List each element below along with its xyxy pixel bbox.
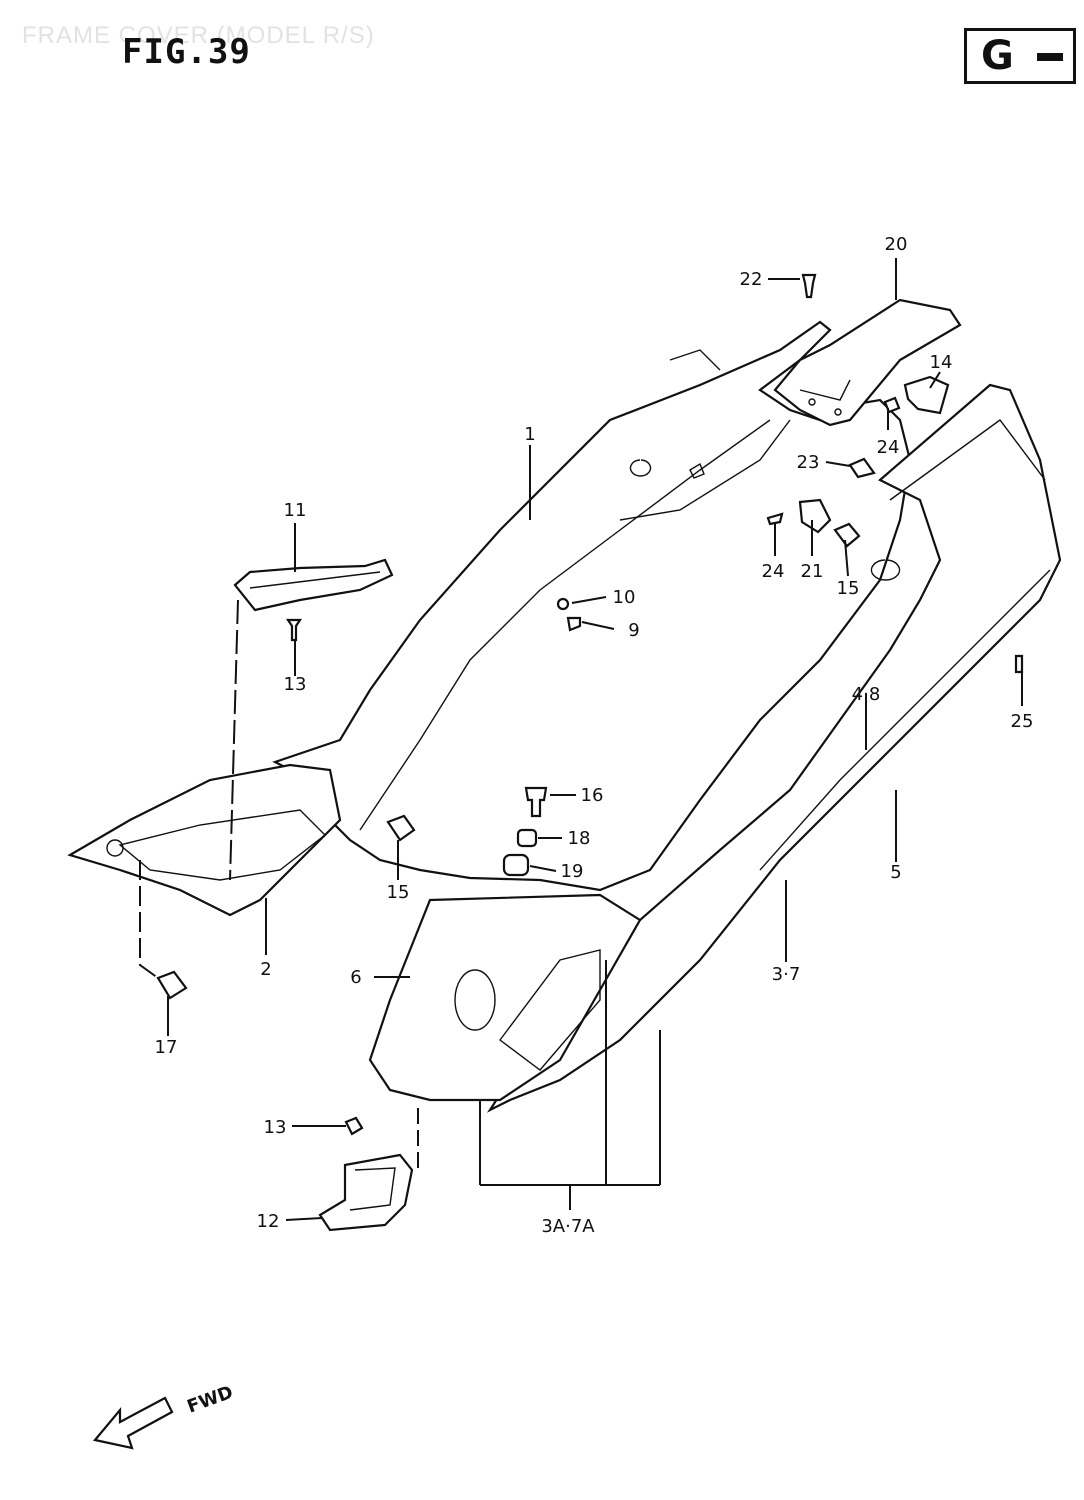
- hardware: [156, 273, 1024, 1136]
- callout-11: 11: [284, 500, 307, 521]
- callout-6: 6: [350, 967, 361, 988]
- callout-18: 18: [568, 828, 591, 849]
- callout-14: 14: [930, 352, 953, 373]
- callout-15-a: 15: [387, 882, 410, 903]
- part-20-rear-upper-cover: [773, 298, 962, 427]
- part-21-plate: [798, 498, 832, 534]
- part-9-screw: [566, 616, 582, 632]
- part-22-screw: [801, 273, 817, 299]
- figure-title: FIG.39: [122, 32, 251, 72]
- callout-13-b: 13: [264, 1117, 287, 1138]
- callout-3a-7a: 3A·7A: [541, 1216, 595, 1237]
- part-1-frame-cover: [272, 320, 912, 892]
- faint-caption: FRAME COVER (MODEL R/S): [22, 22, 375, 49]
- part-10-washer: [556, 597, 570, 611]
- callout-25: 25: [1011, 711, 1034, 732]
- part-16-bolt: [524, 786, 548, 818]
- fwd-arrow: [92, 1396, 174, 1450]
- callout-labels: 1 2 3·7 4·8 5 6 9 10 11 12 13 13 14 15 1…: [155, 234, 1034, 1237]
- callout-22: 22: [740, 269, 763, 290]
- fwd-label: FWD: [184, 1382, 235, 1418]
- part-13-screw-b: [344, 1116, 364, 1136]
- part-24-bolt-b: [766, 512, 784, 526]
- callout-5: 5: [890, 862, 901, 883]
- callout-1: 1: [524, 424, 535, 445]
- part-15-grommet-b: [386, 814, 416, 842]
- callout-13-a: 13: [284, 674, 307, 695]
- callout-15-b: 15: [837, 578, 860, 599]
- part-25-screw: [1014, 654, 1024, 674]
- part-14-clip: [903, 375, 950, 415]
- part-15-grommet-a: [833, 522, 861, 548]
- callout-20: 20: [885, 234, 908, 255]
- part-18-collar: [516, 828, 538, 848]
- callout-12: 12: [257, 1211, 280, 1232]
- part-13-screw-a: [285, 618, 303, 642]
- callout-24-a: 24: [877, 437, 900, 458]
- callout-23: 23: [797, 452, 820, 473]
- callout-21: 21: [801, 561, 824, 582]
- callout-24-b: 24: [762, 561, 785, 582]
- callout-17: 17: [155, 1037, 178, 1058]
- section-code-box: G: [964, 28, 1076, 84]
- callout-16: 16: [581, 785, 604, 806]
- part-12-lower-cover: [318, 1153, 414, 1232]
- section-dash: [1037, 53, 1063, 61]
- callout-10: 10: [613, 587, 636, 608]
- part-11-bracket: [233, 558, 394, 612]
- callout-19: 19: [561, 861, 584, 882]
- leader-lines: [139, 258, 1023, 1221]
- part-6-front-panel: [368, 893, 642, 1102]
- section-code: G: [981, 33, 1014, 79]
- callout-2: 2: [260, 959, 271, 980]
- part-19-bushing: [502, 853, 530, 877]
- part-17-grommet: [156, 970, 188, 1000]
- callout-9: 9: [628, 620, 639, 641]
- part-2-footrest-panel: [67, 763, 342, 917]
- callout-4-8: 4·8: [852, 684, 881, 705]
- part-23-clip: [848, 457, 876, 479]
- callout-3-7: 3·7: [772, 964, 801, 985]
